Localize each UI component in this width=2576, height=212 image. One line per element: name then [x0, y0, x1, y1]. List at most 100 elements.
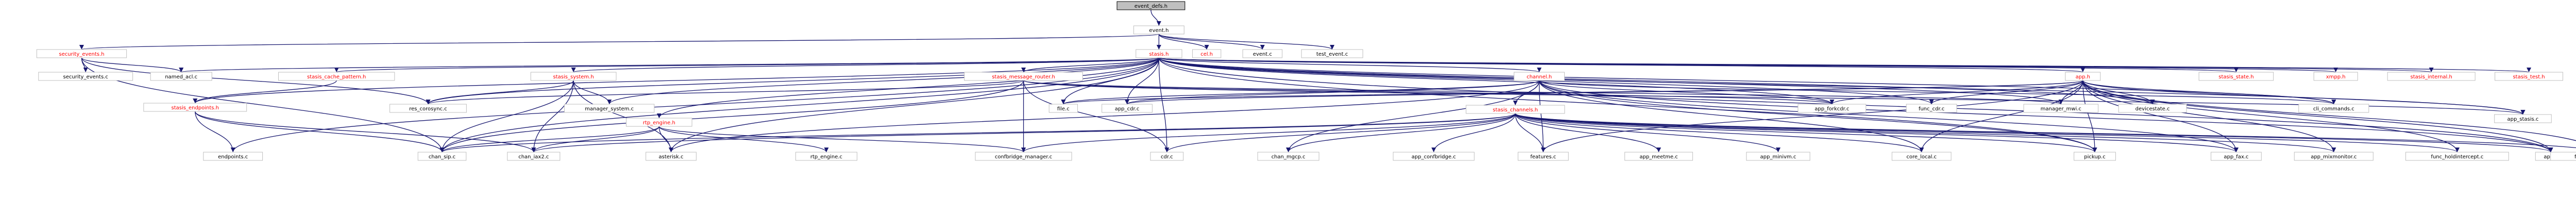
- node-file-c[interactable]: file.c: [1048, 104, 1078, 113]
- node-label: endpoints.c: [218, 154, 248, 160]
- node-stasis-message-router-h[interactable]: stasis_message_router.h: [964, 72, 1083, 81]
- edge-channel-h-to-app-forkcdr-c: [1539, 80, 1835, 105]
- edge-channel-h-to-app-cdr-c: [1125, 80, 1540, 105]
- node-rtp-engine-h[interactable]: rtp_engine.h: [626, 118, 692, 127]
- node-cli-commands-c[interactable]: cli_commands.c: [2298, 104, 2369, 113]
- node-box: [1150, 152, 1184, 161]
- edge-stasis-system-h-to-manager-system-c: [573, 80, 612, 105]
- node-stasis-state-h[interactable]: stasis_state.h: [2198, 72, 2274, 81]
- node-app-fax-c[interactable]: app_fax.c: [2211, 152, 2262, 161]
- node-core-local-c[interactable]: core_local.c: [1891, 152, 1952, 161]
- node-box: [2387, 72, 2476, 81]
- node-res-corosync-c[interactable]: res_corosync.c: [389, 104, 467, 113]
- edge-stasis-cache-pattern-h-to-stasis-endpoints-h: [193, 80, 337, 104]
- node-manager-mwi-c[interactable]: manager_mwi.c: [2023, 104, 2099, 113]
- node-stasis-internal-h[interactable]: stasis_internal.h: [2387, 72, 2476, 81]
- node-manager-system-c[interactable]: manager_system.c: [564, 104, 655, 113]
- node-box: [203, 152, 263, 161]
- node-func-cdr-c[interactable]: func_cdr.c: [1906, 104, 1957, 113]
- node-app-stasis-c[interactable]: app_stasis.c: [2494, 114, 2552, 123]
- node-label: stasis_message_router.h: [992, 74, 1055, 80]
- node-channel-h[interactable]: channel.h: [1514, 72, 1565, 81]
- node-app-h[interactable]: app.h: [2065, 72, 2101, 81]
- edge-stasis-channels-h-to-cdr-c: [1164, 113, 1516, 153]
- node-app-forkcdr-c[interactable]: app_forkcdr.c: [1798, 104, 1867, 113]
- edge-channel-h-to-chan-mgcp-c: [1286, 80, 1540, 153]
- node-security-events-h[interactable]: security_events.h: [36, 49, 127, 58]
- node-label: chan_mgcp.c: [1272, 154, 1306, 160]
- edge-stasis-channels-h-to-func-talkdetect-c: [1515, 113, 2576, 149]
- node-box: [1116, 1, 1185, 10]
- node-event-h[interactable]: event.h: [1133, 25, 1184, 35]
- node-cdr-c[interactable]: cdr.c: [1150, 152, 1184, 161]
- node-app-confbridge-c[interactable]: app_confbridge.c: [1393, 152, 1475, 161]
- edge-stasis-h-to-res-corosync-c: [426, 57, 1160, 105]
- edge-stasis-h-to-manager-system-c: [607, 57, 1160, 105]
- node-func-holdintercept-c[interactable]: func_holdintercept.c: [2405, 152, 2509, 161]
- node-stasis-channels-h[interactable]: stasis_channels.h: [1466, 105, 1565, 114]
- node-label: stasis_internal.h: [2410, 74, 2452, 80]
- node-stasis-h[interactable]: stasis.h: [1136, 49, 1182, 58]
- node-app-cdr-c[interactable]: app_cdr.c: [1101, 104, 1153, 113]
- node-stasis-system-h[interactable]: stasis_system.h: [530, 72, 617, 81]
- node-app-minivm-c[interactable]: app_minivm.c: [1746, 152, 1810, 161]
- node-app-mixmonitor-c[interactable]: app_mixmonitor.c: [2294, 152, 2374, 161]
- node-label: app_fax.c: [2224, 154, 2248, 160]
- edge-stasis-message-router-h-to-res-corosync-c: [426, 80, 1024, 105]
- node-named-acl-c[interactable]: named_acl.c: [150, 72, 212, 81]
- node-stasis-cache-pattern-h[interactable]: stasis_cache_pattern.h: [278, 72, 395, 81]
- node-label: security_events.c: [63, 74, 108, 80]
- edge-security-events-h-to-res-corosync-c: [81, 57, 431, 105]
- node-func-talkdetect-c[interactable]: func_talkdetect.c: [2550, 152, 2576, 161]
- edge-channel-h-to-file-c: [1061, 80, 1540, 105]
- edge-rtp-engine-h-to-confbridge-manager-c: [658, 126, 1026, 153]
- node-label: channel.h: [1527, 74, 1552, 80]
- node-box: [2211, 152, 2262, 161]
- node-chan-mgcp-c[interactable]: chan_mgcp.c: [1257, 152, 1319, 161]
- node-xmpp-h[interactable]: xmpp.h: [2313, 72, 2358, 81]
- node-box: [2294, 152, 2374, 161]
- edge-app-h-to-app-mixmonitor-c: [2082, 80, 2336, 153]
- node-endpoints-c[interactable]: endpoints.c: [203, 152, 263, 161]
- edge-stasis-h-to-channel-h: [1158, 57, 1541, 73]
- edge-stasis-channels-h-to-func-holdintercept-c: [1515, 113, 2460, 153]
- node-event-c[interactable]: event.c: [1242, 49, 1283, 58]
- edge-channel-h-to-asterisk-c: [669, 80, 1540, 153]
- edge-channel-h-to-app-c: [1539, 80, 2553, 153]
- node-devicestate-c[interactable]: devicestate.c: [2118, 104, 2187, 113]
- node-box: [278, 72, 395, 81]
- node-label: confbridge_manager.c: [995, 154, 1052, 160]
- node-box: [1257, 152, 1319, 161]
- node-chan-iax2-c[interactable]: chan_iax2.c: [507, 152, 561, 161]
- node-pickup-c[interactable]: pickup.c: [2074, 152, 2116, 161]
- node-confbridge-manager-c[interactable]: confbridge_manager.c: [975, 152, 1072, 161]
- node-label: func_talkdetect.c: [2574, 154, 2576, 160]
- edge-stasis-message-router-h-to-app-stasis-c: [1023, 80, 2525, 115]
- node-chan-sip-c[interactable]: chan_sip.c: [417, 152, 467, 161]
- edge-app-h-to-app-forkcdr-c: [1829, 80, 2083, 105]
- node-box: [507, 152, 561, 161]
- node-box: [975, 152, 1072, 161]
- edge-channel-h-to-cli-commands-c: [1539, 80, 2336, 105]
- node-label: file.c: [1057, 106, 1070, 112]
- node-app-meetme-c[interactable]: app_meetme.c: [1624, 152, 1693, 161]
- node-rtp-engine-c[interactable]: rtp_engine.c: [795, 152, 857, 161]
- node-box: [2065, 72, 2101, 81]
- node-security-events-c[interactable]: security_events.c: [38, 72, 133, 81]
- node-stasis-test-h[interactable]: stasis_test.h: [2495, 72, 2563, 81]
- edge-stasis-channels-h-to-app-meetme-c: [1515, 113, 1662, 153]
- node-box: [1906, 104, 1957, 113]
- node-asterisk-c[interactable]: asterisk.c: [646, 152, 697, 161]
- edge-app-h-to-manager-mwi-c: [2058, 80, 2083, 105]
- node-features-c[interactable]: features.c: [1517, 152, 1569, 161]
- node-cel-h[interactable]: cel.h: [1192, 49, 1222, 58]
- node-box: [150, 72, 212, 81]
- node-test-event-c[interactable]: test_event.c: [1301, 49, 1363, 58]
- node-box: [964, 72, 1083, 81]
- node-stasis-endpoints-h[interactable]: stasis_endpoints.h: [143, 103, 247, 112]
- edge-channel-h-to-app-fax-c: [1539, 80, 2239, 153]
- edge-stasis-h-to-stasis-message-router-h: [1021, 57, 1160, 73]
- node-label: app_mixmonitor.c: [2311, 154, 2357, 160]
